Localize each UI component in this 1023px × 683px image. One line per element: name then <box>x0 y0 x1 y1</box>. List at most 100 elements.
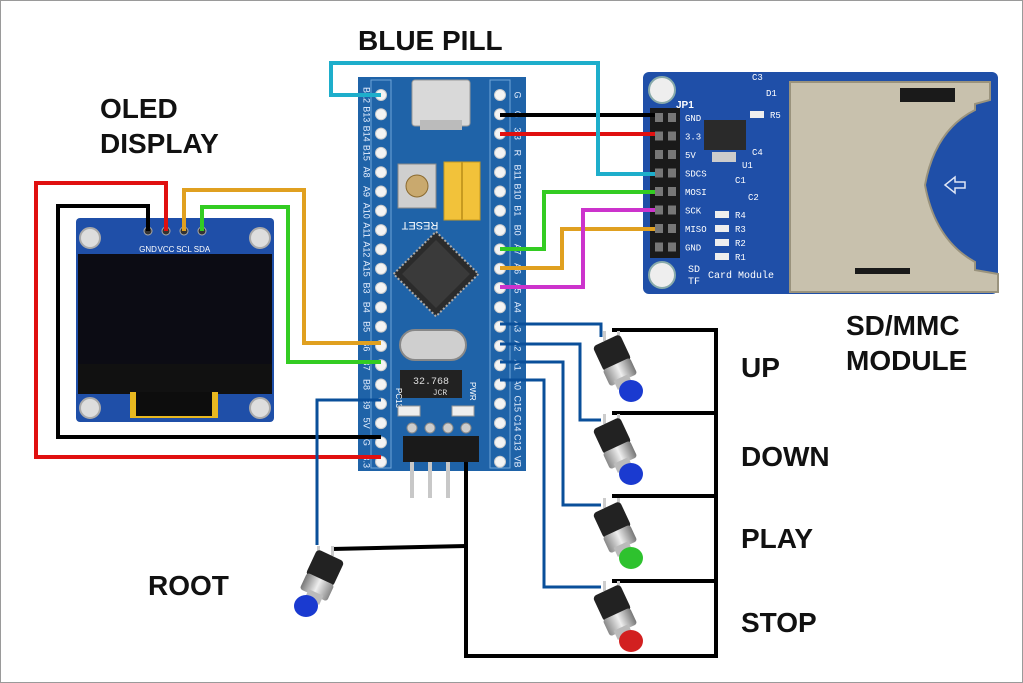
resistor-r3 <box>715 225 729 232</box>
wire-btn-root <box>315 398 381 545</box>
blue-pill-pin-right <box>494 417 506 430</box>
blue-pill-pin-right <box>494 204 506 217</box>
blue-pill-pin-right <box>494 301 506 314</box>
play-label: PLAY <box>741 523 814 554</box>
wire-oled-sda <box>200 205 381 364</box>
sd-pin-label-gnd: GND <box>685 114 701 124</box>
pin-label-left: B13 <box>362 106 372 122</box>
stop-label: STOP <box>741 607 817 638</box>
blue-pill-pin-right <box>494 185 506 198</box>
sd-pin <box>655 242 663 252</box>
blue-pill-pin-left <box>375 282 387 294</box>
swd-pin-leg <box>410 462 414 498</box>
mount-hole <box>249 397 271 419</box>
pin-label-left: B6 <box>362 340 372 351</box>
mount-hole <box>79 397 101 419</box>
holder-slot <box>855 268 910 274</box>
wire-oled-gnd <box>56 204 381 439</box>
wire-gnd-root <box>331 544 467 551</box>
wire-btn-up <box>500 322 603 337</box>
pin-label-left: B14 <box>362 126 372 142</box>
component-label: C4 <box>752 148 763 158</box>
wire-btn-down <box>500 342 601 422</box>
reset-button-cap <box>405 174 429 198</box>
sd-pin <box>655 150 663 159</box>
sd-pin <box>668 187 676 196</box>
button-nut <box>603 358 637 386</box>
button-cap <box>619 463 643 485</box>
wire-sd-sck <box>500 208 655 289</box>
resistor-r4 <box>715 211 729 218</box>
component-label: D1 <box>766 89 777 99</box>
button-cap <box>619 380 643 402</box>
insert-arrow-icon <box>943 175 966 195</box>
pin-label-left: B15 <box>362 145 372 161</box>
pin-label-right: B10 <box>513 183 523 199</box>
wire-sd-mosi <box>500 190 655 251</box>
sd-card-holder <box>789 81 999 293</box>
down-label: DOWN <box>741 441 830 472</box>
pin-label-right: B11 <box>513 165 523 180</box>
pin-label-right: A0 <box>513 379 523 390</box>
mcu-package <box>402 240 470 308</box>
swd-pin-top <box>460 422 472 434</box>
pin-label-left: B4 <box>362 302 372 313</box>
sd-pin-label-5v: 5V <box>685 151 696 161</box>
blue-pill-pin-right <box>494 436 506 449</box>
button-terminal <box>603 414 606 424</box>
wire-oled-scl <box>182 188 381 345</box>
resistor-r2 <box>715 239 729 246</box>
blue-pill-pin-right <box>494 339 506 352</box>
pin-label-left: A15 <box>362 261 372 277</box>
oled-glass-bottom <box>78 364 272 394</box>
sd-pin-label-sdcs: SDCS <box>685 170 707 180</box>
pin-label-left: 5V <box>362 418 372 429</box>
sd-pin-label-sck: SCK <box>685 207 702 217</box>
reset-label: RESET <box>401 219 438 231</box>
component-label: R4 <box>735 211 746 221</box>
button-stem <box>304 589 324 605</box>
sd-pin-label-mosi: MOSI <box>685 188 707 198</box>
pin-label-left: A8 <box>362 167 372 178</box>
pin-label-left: A11 <box>362 222 372 237</box>
pin-row-outline-left <box>370 79 392 469</box>
blue-pill-pin-left <box>375 166 387 179</box>
button-nut <box>603 608 637 636</box>
micro-usb-connector <box>411 79 471 127</box>
blue-pill-pin-right <box>494 146 506 159</box>
sd-pin <box>668 150 676 159</box>
blue-pill-title: BLUE PILL <box>358 25 503 56</box>
button-cap <box>294 595 318 617</box>
mount-hole <box>648 76 676 104</box>
sd-pin <box>668 131 676 141</box>
oled-pin-label: VCC <box>158 245 175 254</box>
sd-pin-label-miso: MISO <box>685 225 707 235</box>
component-label: C3 <box>752 73 763 83</box>
sd-pin <box>655 131 663 141</box>
blue-pill-pin-left <box>375 204 387 217</box>
crystal-8mhz <box>399 329 467 361</box>
sd-pin <box>655 205 663 215</box>
blue-pill-pin-left <box>375 127 387 140</box>
oled-pin-label: GND <box>139 245 157 254</box>
swd-header <box>403 436 479 462</box>
sd-pin <box>668 224 676 233</box>
button-terminal <box>331 546 334 556</box>
sd-brand-text: Card Module <box>708 270 774 282</box>
blue-pill-pin-right <box>494 224 506 237</box>
blue-pill-pin-right <box>494 166 506 179</box>
component-label: R3 <box>735 225 746 235</box>
sd-pin <box>655 113 663 122</box>
button-nut <box>300 573 334 601</box>
component-label: R1 <box>735 253 746 263</box>
wire-btn-stop <box>500 378 601 589</box>
blue-pill-pin-left <box>375 262 387 275</box>
button-stem <box>613 624 633 640</box>
button-cap <box>619 547 643 569</box>
component-label: U1 <box>742 161 753 171</box>
resistor-r5 <box>750 111 764 118</box>
swd-pin-top <box>406 422 418 434</box>
wires <box>34 61 718 658</box>
wire-btn-play <box>500 360 601 507</box>
